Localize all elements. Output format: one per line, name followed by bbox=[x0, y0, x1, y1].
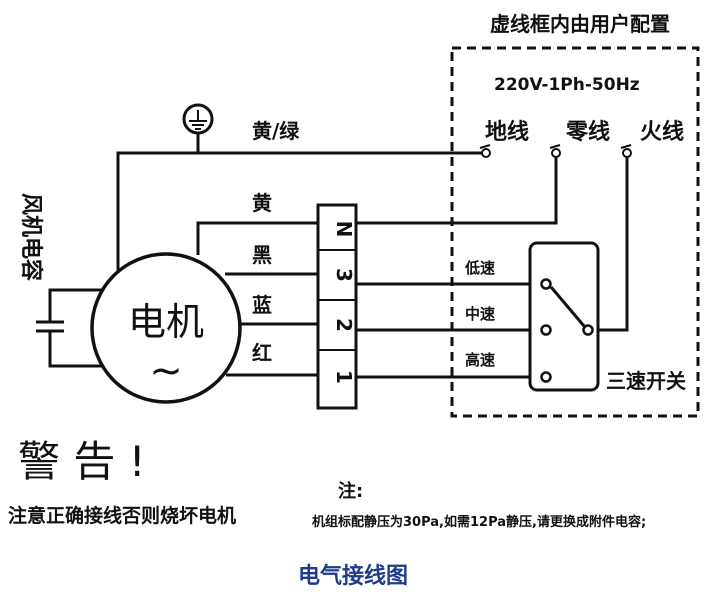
terminal-1-label: 1 bbox=[332, 370, 356, 384]
wire-yellow-green bbox=[116, 151, 482, 280]
speed-low-label: 低速 bbox=[464, 259, 495, 277]
terminal-3-label: 3 bbox=[332, 268, 356, 282]
terminal-connector-ground bbox=[479, 144, 491, 158]
speed-high-label: 高速 bbox=[465, 351, 495, 369]
terminal-connector-live bbox=[620, 144, 632, 158]
diagram-caption: 电气接线图 bbox=[298, 563, 408, 589]
speed-mid-label: 中速 bbox=[465, 305, 495, 323]
note-text: 机组标配静压为30Pa,如需12Pa静压,请更换成附件电容; bbox=[312, 514, 646, 530]
user-config-title: 虚线框内由用户配置 bbox=[490, 12, 670, 36]
terminal-connector-neutral bbox=[549, 144, 561, 158]
wire-label-yellow-green: 黄/绿 bbox=[252, 119, 300, 143]
wire-label-red: 红 bbox=[252, 341, 272, 365]
motor-ac-symbol: ~ bbox=[149, 348, 183, 394]
terminal-neutral-label: 零线 bbox=[565, 119, 610, 145]
terminal-n-label: N bbox=[332, 221, 356, 238]
note-label: 注: bbox=[338, 480, 363, 502]
three-speed-switch bbox=[528, 241, 600, 392]
terminal-2-label: 2 bbox=[332, 318, 356, 332]
wire-live bbox=[594, 157, 629, 332]
wire-label-yellow: 黄 bbox=[252, 191, 272, 215]
capacitor-icon bbox=[36, 288, 120, 368]
terminal-block bbox=[316, 203, 358, 410]
switch-label: 三速开关 bbox=[606, 369, 686, 393]
warning-title: 警 告 ! bbox=[18, 437, 146, 486]
terminal-ground-label: 地线 bbox=[485, 119, 529, 145]
motor-icon bbox=[90, 252, 242, 404]
motor-label: 电机 bbox=[128, 300, 204, 344]
warning-text: 注意正确接线否则烧坏电机 bbox=[8, 504, 236, 527]
wire-label-blue: 蓝 bbox=[252, 293, 272, 317]
terminal-live-label: 火线 bbox=[640, 119, 684, 145]
power-spec: 220V-1Ph-50Hz bbox=[494, 75, 640, 95]
wire-yellow bbox=[196, 221, 318, 255]
earth-icon bbox=[182, 103, 214, 153]
wire-label-black: 黑 bbox=[252, 243, 272, 267]
user-config-dashed-box bbox=[450, 46, 700, 418]
wire-neutral bbox=[356, 157, 558, 225]
capacitor-label: 风机电容 bbox=[18, 193, 44, 281]
